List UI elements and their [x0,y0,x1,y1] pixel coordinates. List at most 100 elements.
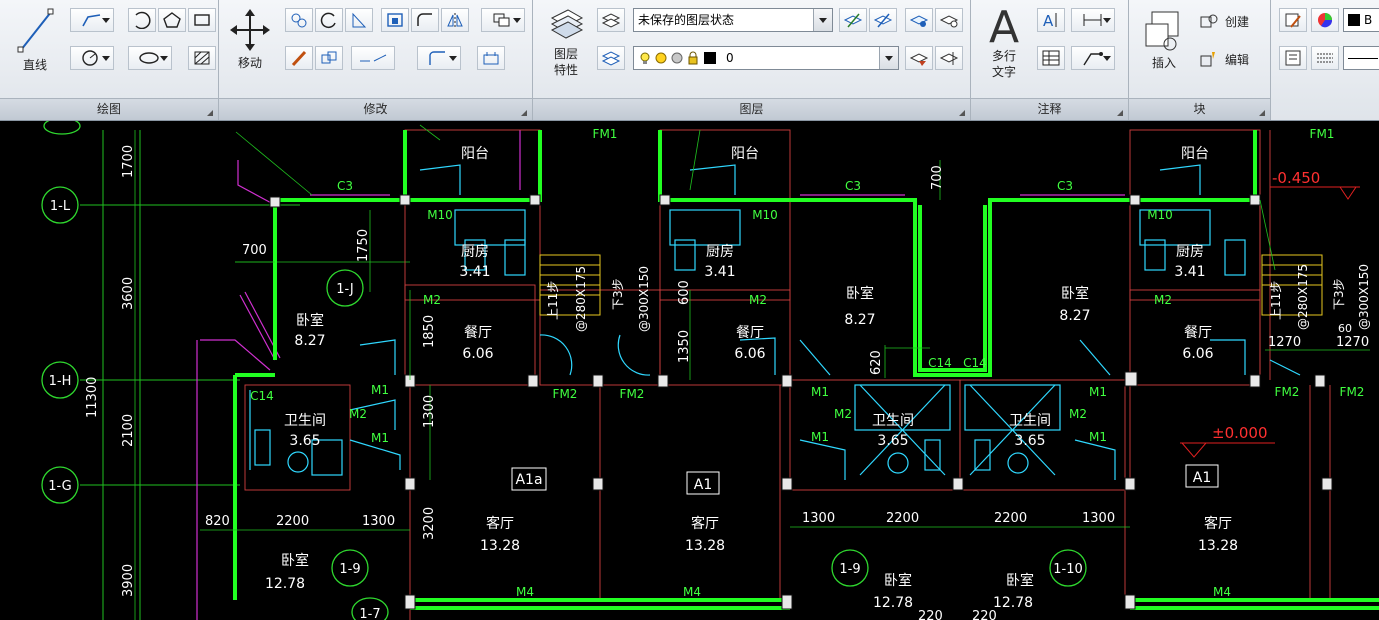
door-tags: FM1 FM1 C3 C3 C3 M10 M10 M10 M2 M2 M2 FM… [250,127,1364,599]
axis-label-110: 1-10 [1053,562,1083,577]
break-button[interactable] [351,46,395,70]
dim-220-a: 220 [918,609,943,620]
wall-outlines [244,129,1331,620]
tag-c3-3: C3 [1057,179,1073,193]
brush-icon [291,50,307,67]
layer-tool-3-button[interactable] [905,8,933,32]
dim-600: 600 [677,280,692,305]
stair-tags: 上11步 @280X175 下3步 @300X150 上11步 @280X175… [546,264,1371,332]
leader-button[interactable] [1071,46,1115,70]
offset-button[interactable] [417,46,461,70]
edit-label: 编辑 [1225,53,1250,67]
move-button[interactable]: 移动 [225,8,275,84]
tag-m1-2: M1 [371,431,389,445]
layer-tool-5-button[interactable] [597,46,625,70]
join-button[interactable] [477,46,505,70]
fillet-button[interactable] [411,8,439,32]
edit-block-button[interactable]: 编辑 [1199,48,1265,70]
unit-tag-a1a: A1a [515,472,542,488]
match-properties-button[interactable] [1279,8,1307,32]
layers-panel: 图层 特性 未保存的图层状态 0 图层 [533,0,971,120]
polygon-button[interactable] [158,8,186,32]
edit-block-icon [1200,52,1215,67]
room-bath-1: 卫生间 [284,413,326,429]
mirror-button[interactable] [441,8,469,32]
tag-m4-2: M4 [683,585,701,599]
polyline-button[interactable] [70,8,114,32]
array-button[interactable] [481,8,525,32]
layer-properties-label-1: 图层 [553,47,578,61]
break-icon [360,54,387,62]
tag-m2-4: M2 [349,407,367,421]
text-style-button[interactable]: A [1037,8,1065,32]
room-kitchen-area-2: 3.41 [704,264,735,280]
layer-state-dropdown[interactable]: 未保存的图层状态 [633,8,833,32]
dim-1300-v: 1300 [422,395,437,428]
tag-c3-2: C3 [845,179,861,193]
draw-panel-title[interactable]: 绘图 [0,98,218,120]
dimension-text: 1700 3600 2100 3900 11300 700 1750 1850 … [85,145,1369,620]
axis-label-1G: 1-G [48,479,72,494]
stretch-icon [387,13,403,27]
layer-walk-icon [909,53,929,66]
dimension-button[interactable] [1071,8,1115,32]
modify-panel-title[interactable]: 修改 [219,98,532,120]
stretch-button[interactable] [381,8,409,32]
layers-panel-title[interactable]: 图层 [533,98,970,120]
hatch-button[interactable] [188,46,216,70]
color-wheel-button[interactable] [1311,8,1339,32]
erase-button[interactable] [285,46,313,70]
tag-m2-3: M2 [1154,293,1172,307]
arc-icon [135,11,151,29]
layer-state-icon-button[interactable] [597,8,625,32]
tag-c14-1: C14 [250,389,274,403]
layer-properties-button[interactable]: 图层 特性 [539,4,593,86]
drawing-canvas[interactable]: 1-L 1-H 1-G 1-J 1-9 1-9 1-10 1-7 阳台 阳台 阳… [0,121,1379,620]
copy-button[interactable] [285,8,313,32]
layer-tool-4-button[interactable] [935,8,963,32]
lineweight-button[interactable] [1311,46,1339,70]
explode-button[interactable] [315,46,343,70]
rectangle-icon [194,14,210,26]
color-dropdown[interactable]: B [1343,8,1379,32]
copy-icon [291,13,307,28]
block-panel-title[interactable]: 块 [1129,98,1270,120]
layer-tool-2-button[interactable] [869,8,897,32]
rotate-button[interactable] [315,8,343,32]
room-balcony-3: 阳台 [1181,146,1209,162]
trim-button[interactable] [345,8,373,32]
mtext-button[interactable]: A 多行 文字 [975,2,1033,86]
layer-tool-6-button[interactable] [905,46,933,70]
leader-lines [235,124,1276,271]
axis-label-1J: 1-J [336,282,354,297]
move-icon [230,9,270,51]
table-button[interactable] [1037,46,1065,70]
tag-c14-2: C14 [928,356,952,370]
room-living-area-2: 13.28 [685,538,725,554]
tag-m10-1: M10 [427,208,453,222]
list-properties-button[interactable] [1279,46,1307,70]
level-minus: -0.450 [1272,169,1320,187]
room-labels: 阳台 阳台 阳台 厨房 3.41 厨房 3.41 厨房 3.41 卧室 8.27… [265,146,1238,611]
room-dining-area-2: 6.06 [734,346,765,362]
circle-button[interactable] [70,46,114,70]
room-bedroom-area-3: 8.27 [1059,308,1090,324]
room-bath-area-1: 3.65 [289,433,320,449]
dim-2100: 2100 [121,414,136,447]
layer-dropdown[interactable]: 0 [633,46,899,70]
annotation-panel-title[interactable]: 注释 [971,98,1128,120]
axis-grid-lines [80,130,410,620]
layer-tool-1-button[interactable] [839,8,867,32]
create-block-button[interactable]: 创建 [1199,10,1265,32]
room-bath-area-2: 3.65 [877,433,908,449]
leader-icon [1083,52,1103,66]
room-bedroom-area-1: 8.27 [294,333,325,349]
ellipse-button[interactable] [128,46,172,70]
insert-block-button[interactable]: 插入 [1135,8,1193,84]
arc-button[interactable] [128,8,156,32]
color-wheel-icon [1318,13,1333,28]
line-tool-button[interactable]: 直线 [6,6,64,82]
layer-tool-7-button[interactable] [935,46,963,70]
rectangle-button[interactable] [188,8,216,32]
linetype-dropdown[interactable] [1343,46,1379,70]
